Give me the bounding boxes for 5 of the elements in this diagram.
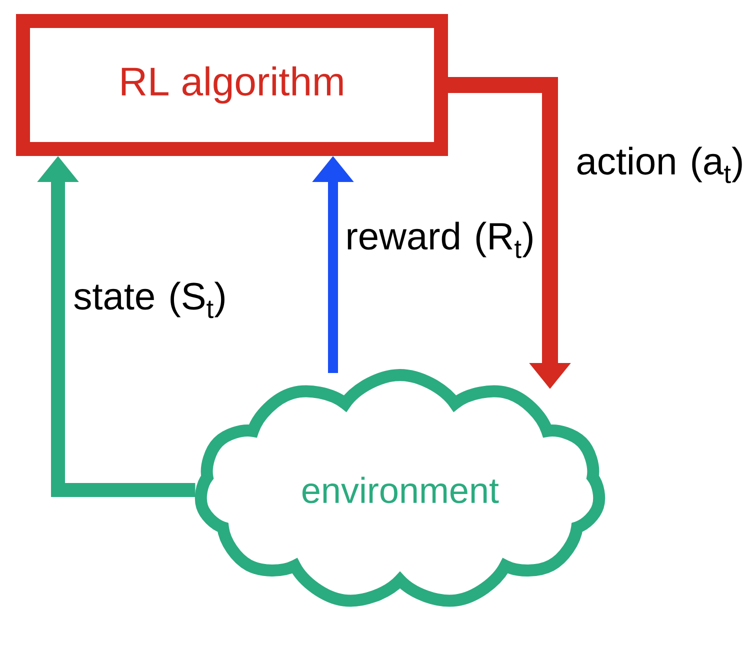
edge-label: action (a$_{t}$) [577, 146, 742, 184]
environment-cloud: environment [194, 369, 606, 607]
edge-label: reward (R$_{t}$) [348, 222, 532, 258]
edge-label: state (S$_{t}$) [74, 282, 224, 318]
algorithm-box: RL algorithm [16, 14, 448, 156]
